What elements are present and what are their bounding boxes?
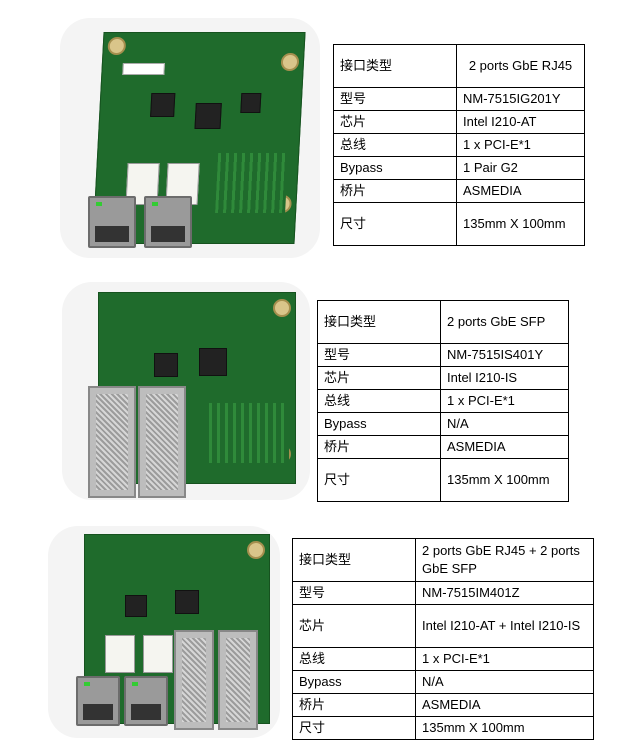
spec-label: 总线 [317,389,441,413]
spec-value: 2 ports GbE RJ45 [456,44,585,88]
barcode-label [122,63,165,75]
spec-label: 型号 [333,87,457,111]
spec-value: ASMEDIA [440,435,569,459]
spec-value: 1 Pair G2 [456,156,585,180]
spec-value: 2 ports GbE SFP [440,300,569,344]
sfp-cage [138,386,186,498]
spec-value: N/A [440,412,569,436]
spec-label: 型号 [292,581,416,605]
spec-label: 桥片 [292,693,416,717]
spec-value: N/A [415,670,594,694]
chip [199,348,227,376]
chip [240,93,262,113]
mounting-hole [273,299,291,317]
rj45-port [144,196,192,248]
spec-label: 接口类型 [292,538,416,582]
spec-label: Bypass [292,670,416,694]
mounting-hole [280,53,300,71]
bypass-relay [105,635,135,673]
bypass-relay [143,635,173,673]
product-photo-2 [62,282,310,500]
sfp-cage [218,630,258,730]
spec-label: 尺寸 [333,202,457,246]
spec-value: 1 x PCI-E*1 [440,389,569,413]
spec-label: 接口类型 [317,300,441,344]
spec-value: ASMEDIA [456,179,585,203]
spec-label: 接口类型 [333,44,457,88]
circuit-trace [209,403,289,463]
sfp-cage [174,630,214,730]
spec-value: NM-7515IG201Y [456,87,585,111]
spec-value: 2 ports GbE RJ45 + 2 ports GbE SFP [415,538,594,582]
chip [194,103,222,129]
port-led [132,682,138,686]
spec-value: Intel I210-AT [456,110,585,134]
spec-label: Bypass [317,412,441,436]
spec-label: 型号 [317,343,441,367]
rj45-port [88,196,136,248]
spec-value: Intel I210-AT + Intel I210-IS [415,604,594,648]
circuit-trace [215,153,289,213]
spec-label: 总线 [292,647,416,671]
spec-value: NM-7515IM401Z [415,581,594,605]
rj45-port [124,676,168,726]
product-photo-1 [60,18,320,258]
spec-value: 135mm X 100mm [415,716,594,740]
port-led [96,202,102,206]
spec-label: Bypass [333,156,457,180]
product-photo-3 [48,526,280,738]
chip [125,595,147,617]
sfp-cage [88,386,136,498]
port-led [84,682,90,686]
rj45-port [76,676,120,726]
spec-value: ASMEDIA [415,693,594,717]
mounting-hole [107,37,127,55]
spec-label: 桥片 [333,179,457,203]
spec-label: 总线 [333,133,457,157]
spec-label: 尺寸 [317,458,441,502]
spec-value: 1 x PCI-E*1 [415,647,594,671]
spec-value: 1 x PCI-E*1 [456,133,585,157]
spec-label: 芯片 [292,604,416,648]
chip [150,93,176,117]
chip [154,353,178,377]
spec-value: Intel I210-IS [440,366,569,390]
port-led [152,202,158,206]
spec-label: 芯片 [317,366,441,390]
spec-value: NM-7515IS401Y [440,343,569,367]
spec-label: 芯片 [333,110,457,134]
chip [175,590,199,614]
spec-label: 桥片 [317,435,441,459]
spec-value: 135mm X 100mm [456,202,585,246]
spec-value: 135mm X 100mm [440,458,569,502]
spec-label: 尺寸 [292,716,416,740]
mounting-hole [247,541,265,559]
